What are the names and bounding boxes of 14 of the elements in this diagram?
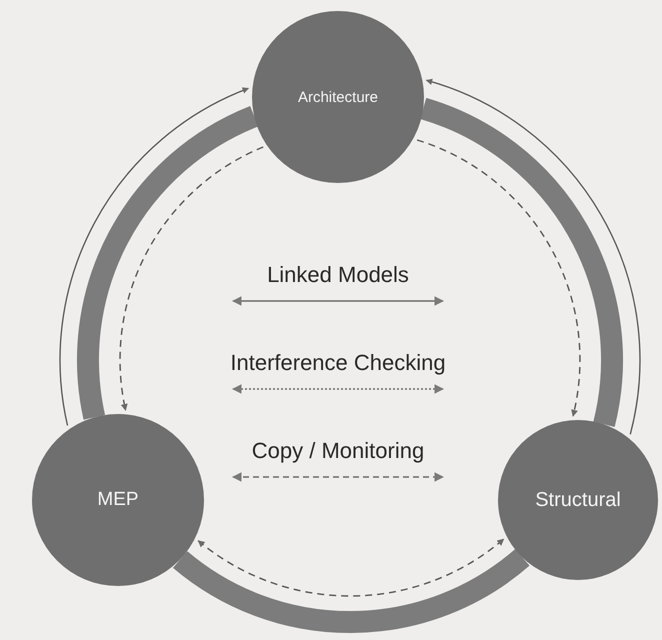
- thick-connector: [419, 98, 623, 426]
- dashed-arrow: [198, 538, 504, 596]
- dashed-arrow: [120, 146, 264, 411]
- arrow: [426, 79, 640, 434]
- legend-label: Interference Checking: [230, 350, 446, 375]
- legend-label: Copy / Monitoring: [252, 438, 424, 463]
- dashed-arrow: [416, 139, 581, 417]
- node-label: Structural: [535, 488, 621, 512]
- node-label: MEP: [97, 489, 139, 511]
- thick-connector: [77, 106, 259, 419]
- thick-connector: [174, 548, 529, 633]
- arrow: [59, 88, 249, 426]
- node-label: Architecture: [298, 88, 378, 106]
- legend-label: Linked Models: [267, 262, 409, 287]
